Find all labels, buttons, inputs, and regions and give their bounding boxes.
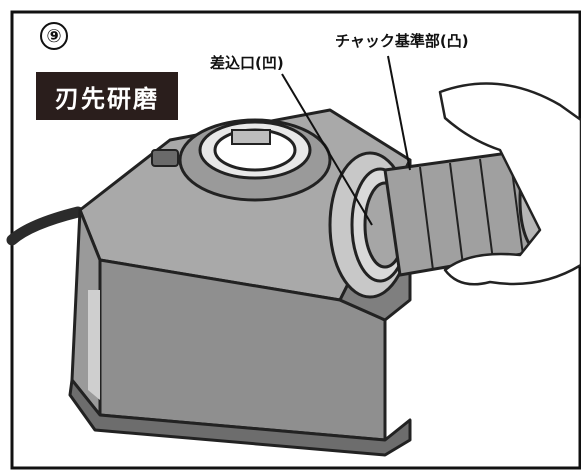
leader-inlet <box>281 73 373 226</box>
power-switch <box>151 149 179 167</box>
insertion-port <box>178 118 332 202</box>
step-number-badge: ⑨ <box>40 22 68 50</box>
hand <box>438 82 581 286</box>
power-cord <box>6 206 84 246</box>
step-title: 刃先研磨 <box>36 72 178 120</box>
leader-chuck <box>387 55 411 171</box>
callout-chuck-reference: チャック基準部(凸) <box>335 30 469 51</box>
callout-insertion-port: 差込口(凹) <box>210 52 284 73</box>
body-base <box>68 378 412 457</box>
